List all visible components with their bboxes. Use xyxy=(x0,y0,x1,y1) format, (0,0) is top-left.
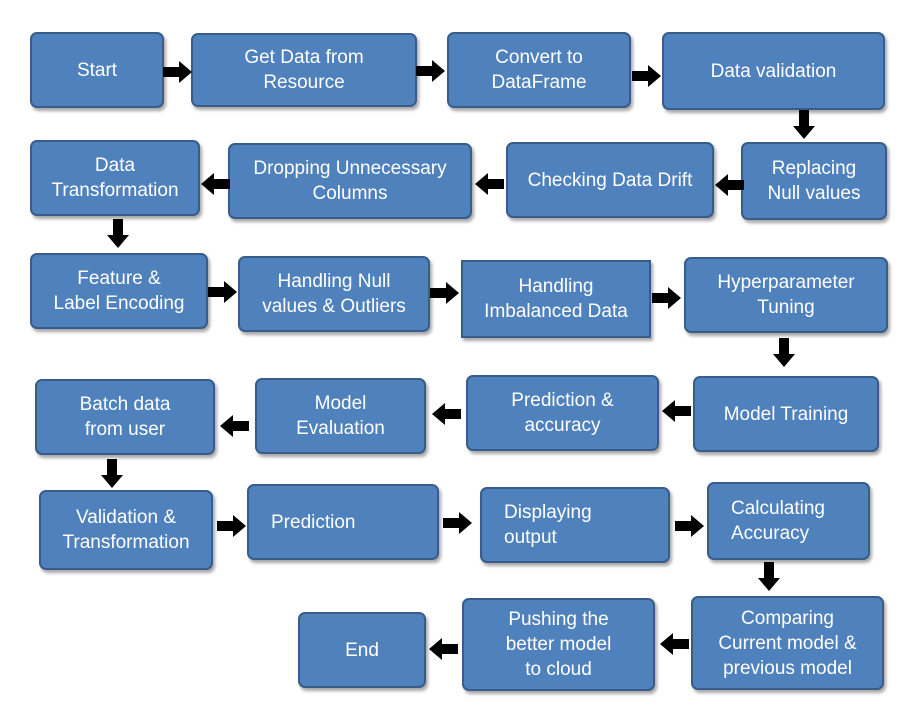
arrow-right-icon xyxy=(632,65,661,87)
arrow-right-icon xyxy=(416,60,445,82)
arrow-down-icon xyxy=(107,219,129,248)
arrow-down-icon xyxy=(758,562,780,591)
arrow-left-icon xyxy=(220,415,249,437)
arrow-down-icon xyxy=(101,459,123,488)
arrow-right-icon xyxy=(675,515,704,537)
arrow-left-icon xyxy=(201,173,230,195)
arrow-down-icon xyxy=(793,110,815,139)
arrow-left-icon xyxy=(660,633,689,655)
arrow-right-icon xyxy=(443,512,472,534)
step-feature-label-encoding: Feature &Label Encoding xyxy=(30,253,208,329)
arrow-left-icon xyxy=(432,403,461,425)
arrow-right-icon xyxy=(208,281,237,303)
step-prediction-accuracy: Prediction &accuracy xyxy=(466,375,659,451)
step-validation-transformation: Validation &Transformation xyxy=(39,490,213,570)
arrow-right-icon xyxy=(217,515,246,537)
arrow-left-icon xyxy=(429,638,458,660)
arrow-left-icon xyxy=(662,400,691,422)
step-prediction: Prediction xyxy=(247,484,439,560)
step-start: Start xyxy=(30,32,164,108)
arrow-left-icon xyxy=(475,173,504,195)
step-checking-drift: Checking Data Drift xyxy=(506,142,714,218)
arrow-right-icon xyxy=(163,61,192,83)
arrow-right-icon xyxy=(652,287,681,309)
arrow-down-icon xyxy=(773,338,795,367)
arrow-right-icon xyxy=(430,282,459,304)
step-model-training: Model Training xyxy=(693,376,879,452)
step-data-validation: Data validation xyxy=(662,32,885,110)
arrow-left-icon xyxy=(715,174,744,196)
step-end: End xyxy=(298,612,426,688)
